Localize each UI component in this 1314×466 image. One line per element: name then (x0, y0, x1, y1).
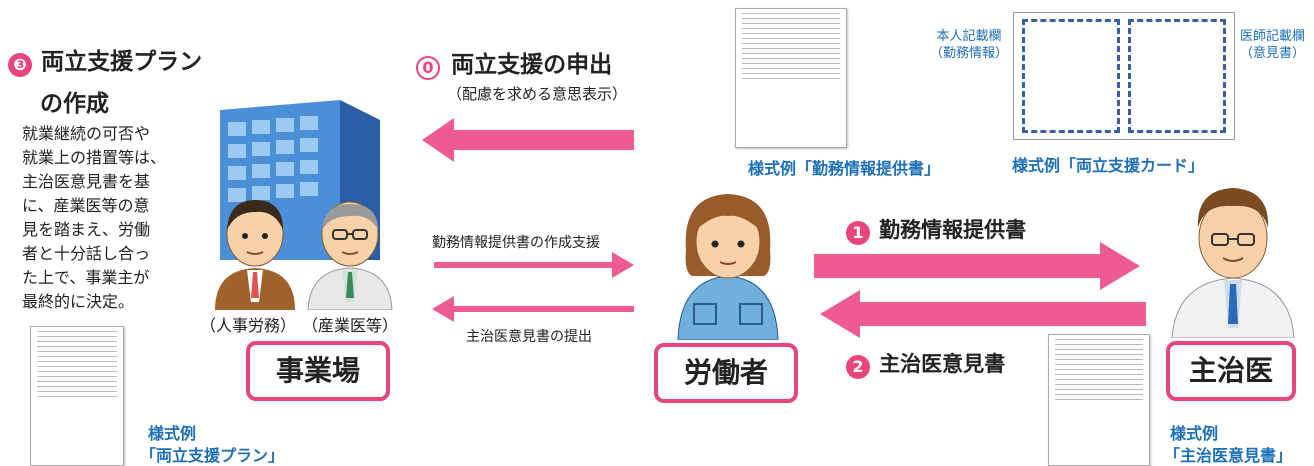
step3-title-line2: の作成 (40, 91, 109, 117)
card-left-label-line1: 本人記載欄 (936, 29, 1002, 44)
opinion-form-thumbnail (1048, 334, 1150, 466)
plan-form-thumbnail (30, 326, 124, 466)
doctor-label-box: 主治医 (1166, 341, 1296, 401)
work-info-form-thumbnail (735, 8, 847, 148)
step0-title: 両立支援の申出 (451, 52, 613, 78)
submit-arrow-icon (432, 296, 634, 322)
card-left-label-line2: （勤務情報） (930, 46, 1009, 61)
card-left-label: 本人記載欄 （勤務情報） (930, 28, 1008, 62)
step1-number-badge: 1 (846, 220, 870, 245)
step0-number-badge: 0 (416, 55, 440, 80)
center-arrows (422, 118, 634, 322)
step3-heading: ❸ 両立支援プラン (8, 42, 202, 77)
support-card-thumbnail (1013, 12, 1235, 140)
step1-title: 勤務情報提供書 (879, 218, 1027, 242)
card-right-label: 医師記載欄 （意見書） (1240, 28, 1305, 62)
step3-desc-line: 主治医意見書を基 (22, 172, 151, 191)
attending-physician-illustration (1171, 188, 1295, 338)
request-arrow-icon (422, 118, 634, 162)
hr-staff-illustration (215, 200, 295, 310)
opinion-sample-caption-line1: 様式例 (1170, 424, 1219, 443)
worker-illustration (677, 194, 779, 340)
plan-sample-caption-line2: 「両立支援プラン」 (140, 446, 285, 465)
step3-desc-line: に、産業医等の意 (22, 196, 150, 215)
step3-desc-line: 見を踏まえ、労働 (22, 220, 151, 239)
step3-desc-line: た上で、事業主が (22, 268, 150, 287)
doctor-arrows (814, 242, 1146, 338)
occupational-physician-illustration (307, 201, 393, 310)
step3-number-badge: ❸ (8, 52, 32, 77)
card-right-panel (1128, 19, 1226, 133)
step2-title: 主治医意見書 (879, 352, 1006, 376)
opinion-arrow-icon (820, 290, 1146, 338)
card-left-panel (1022, 19, 1120, 133)
step3-title-line1: 両立支援プラン (41, 49, 203, 75)
hr-role-label: （人事労務） (200, 316, 297, 335)
step2-number-badge: 2 (846, 354, 870, 379)
step3-desc-line: 者と十分話し合っ (22, 244, 151, 263)
opinion-sample-caption-line2: 「主治医意見書」 (1164, 446, 1293, 465)
work-info-arrow-icon (814, 242, 1140, 290)
step0-heading: 0 両立支援の申出 (416, 45, 612, 80)
submit-arrow-label: 主治医意見書の提出 (466, 329, 592, 345)
support-arrow-label: 勤務情報提供書の作成支援 (432, 235, 600, 251)
card-sample-caption: 様式例「両立支援カード」 (1012, 156, 1205, 175)
card-right-label-line1: 医師記載欄 (1240, 29, 1306, 44)
step2-heading: 2 主治医意見書 (846, 348, 1005, 379)
step1-heading: 1 勤務情報提供書 (846, 214, 1026, 245)
work-info-sample-caption: 様式例「勤務情報提供書」 (748, 159, 941, 178)
step3-desc-line: 就業継続の可否や (22, 124, 151, 143)
support-arrow-icon (434, 252, 634, 278)
worker-label-box: 労働者 (654, 343, 798, 403)
plan-sample-caption-line1: 様式例 (148, 424, 197, 443)
employer-label-box: 事業場 (246, 341, 390, 401)
step3-desc-line: 最終的に決定。 (22, 292, 135, 311)
physician-role-label: （産業医等） (302, 316, 399, 335)
step3-description: 就業継続の可否や 就業上の措置等は、 主治医意見書を基 に、産業医等の意 見を踏… (22, 122, 197, 314)
step0-subtitle: （配慮を求める意思表示） (447, 85, 628, 103)
card-right-label-line2: （意見書） (1240, 46, 1306, 61)
step3-desc-line: 就業上の措置等は、 (22, 148, 167, 167)
